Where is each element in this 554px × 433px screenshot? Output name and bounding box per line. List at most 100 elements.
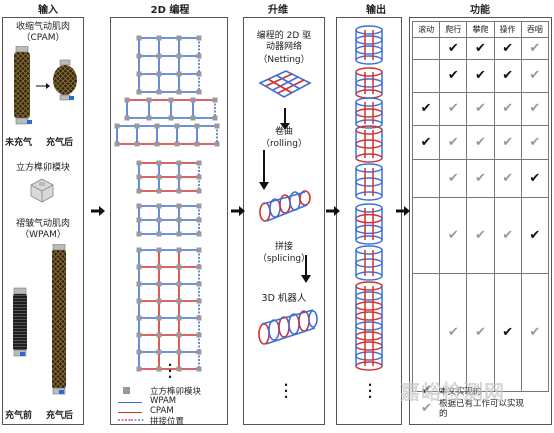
check-gray-icon: ✔ bbox=[475, 134, 486, 150]
block-node bbox=[136, 89, 142, 95]
block-node bbox=[136, 53, 142, 59]
check-gray-icon: ✔ bbox=[475, 227, 486, 243]
function-cell: ✔ bbox=[520, 92, 550, 126]
function-cell: ✔ bbox=[466, 92, 495, 126]
block-node bbox=[176, 298, 182, 304]
block-node bbox=[136, 298, 142, 304]
function-cell: ✔ bbox=[520, 37, 550, 60]
block-node bbox=[136, 264, 142, 270]
lift-step1-line1: 编程的 2D 驱 bbox=[256, 31, 312, 41]
block-node bbox=[136, 281, 142, 287]
block-node bbox=[196, 264, 202, 270]
check-gray-icon: ✔ bbox=[529, 101, 541, 116]
check-gray-icon: ✔ bbox=[502, 101, 514, 116]
block-node bbox=[214, 141, 220, 147]
check-gray-icon: ✔ bbox=[447, 134, 459, 150]
block-node bbox=[156, 217, 162, 223]
function-cell bbox=[411, 273, 441, 392]
ellipsis-output: ··· bbox=[367, 378, 373, 404]
robot-cylinder bbox=[355, 67, 383, 99]
block-node bbox=[194, 123, 200, 129]
function-cell: ✔ bbox=[493, 273, 522, 392]
check-black-icon: ✔ bbox=[529, 227, 541, 243]
ellipsis-lift: ··· bbox=[283, 378, 289, 404]
wpam-abbr: （WPAM） bbox=[20, 230, 66, 240]
block-node bbox=[176, 264, 182, 270]
block-node bbox=[212, 97, 218, 103]
block-node bbox=[136, 174, 142, 180]
block-node bbox=[136, 332, 142, 338]
block-node bbox=[154, 141, 160, 147]
block-node bbox=[156, 174, 162, 180]
check-gray-icon: ✔ bbox=[475, 170, 486, 186]
block-node bbox=[196, 247, 202, 253]
cube-block-icon bbox=[30, 178, 54, 203]
legend-splice-swatch bbox=[118, 419, 144, 421]
lift-step1-line2: 动器网络 bbox=[265, 42, 302, 52]
function-cell: ✔ bbox=[439, 197, 468, 274]
function-row: ✔✔✔✔ bbox=[411, 197, 550, 274]
function-cell: ✔ bbox=[466, 273, 495, 392]
lift-step3-abbr: （splicing） bbox=[257, 254, 311, 264]
header-lift: 升维 bbox=[268, 5, 288, 16]
block-node bbox=[196, 315, 202, 321]
check-gray-icon: ✔ bbox=[475, 324, 486, 340]
block-node bbox=[176, 35, 182, 41]
rolled-tube-illustration bbox=[259, 190, 311, 222]
function-row: ✔✔✔✔✔ bbox=[411, 125, 550, 160]
block-node bbox=[214, 123, 220, 129]
block-node bbox=[156, 231, 162, 237]
block-node bbox=[156, 35, 162, 41]
block-node bbox=[176, 53, 182, 59]
block-node bbox=[174, 123, 180, 129]
function-cell bbox=[411, 197, 441, 274]
check-black-icon: ✔ bbox=[475, 68, 486, 83]
output-panel bbox=[336, 17, 402, 425]
block-node bbox=[136, 217, 142, 223]
block-node bbox=[196, 332, 202, 338]
function-cell: ✔ bbox=[439, 37, 468, 60]
check-gray-icon: ✔ bbox=[529, 40, 541, 56]
block-node bbox=[176, 231, 182, 237]
block-node bbox=[156, 315, 162, 321]
robot-3d-illustration bbox=[258, 309, 318, 345]
block-node bbox=[176, 89, 182, 95]
check-gray-icon: ✔ bbox=[529, 68, 541, 83]
block-node bbox=[136, 71, 142, 77]
robot-cylinder bbox=[355, 163, 383, 201]
function-table: 滚动 爬行 攀爬 操作 吞咽 ✔✔✔✔✔✔✔✔✔✔✔✔✔✔✔✔✔✔✔✔✔✔✔✔✔… bbox=[411, 21, 550, 392]
block-node bbox=[196, 174, 202, 180]
function-cell: ✔ bbox=[411, 92, 441, 126]
block-node bbox=[168, 115, 174, 121]
function-cell: ✔ bbox=[493, 125, 522, 160]
check-gray-icon: ✔ bbox=[447, 170, 459, 186]
function-cell: ✔ bbox=[439, 159, 468, 198]
check-black-icon: ✔ bbox=[529, 170, 541, 186]
block-node bbox=[136, 349, 142, 355]
col-climbing: 攀爬 bbox=[466, 21, 495, 38]
block-node bbox=[156, 264, 162, 270]
block-node bbox=[156, 281, 162, 287]
netting-illustration bbox=[258, 70, 312, 98]
block-node bbox=[114, 123, 120, 129]
function-cell: ✔ bbox=[439, 92, 468, 126]
block-node bbox=[196, 89, 202, 95]
label-before-inflation: 未充气 bbox=[5, 138, 33, 148]
output-robots bbox=[355, 25, 383, 371]
legend-wpam-swatch bbox=[118, 402, 142, 403]
robot-cylinder bbox=[355, 97, 383, 129]
function-row: ✔✔✔✔ bbox=[411, 37, 550, 60]
block-node bbox=[176, 349, 182, 355]
function-row: ✔✔✔✔✔ bbox=[411, 92, 550, 126]
wpam-illustration bbox=[13, 244, 66, 395]
legend-splice: 拼接位置 bbox=[150, 417, 185, 427]
check-black-icon: ✔ bbox=[475, 40, 486, 56]
arrow-down-icon bbox=[259, 150, 269, 190]
block-node bbox=[174, 141, 180, 147]
block-node bbox=[156, 349, 162, 355]
legend-achieved: 本文实现的 bbox=[439, 387, 482, 397]
legend-block-swatch bbox=[123, 387, 130, 394]
function-cell: ✔ bbox=[466, 125, 495, 160]
block-node bbox=[156, 203, 162, 209]
block-node bbox=[156, 188, 162, 194]
